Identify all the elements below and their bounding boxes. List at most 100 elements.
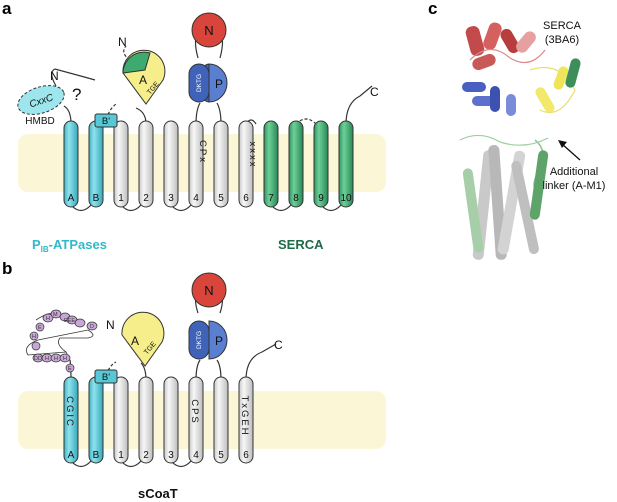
serca-structure (459, 22, 581, 260)
protein-scoat-label: sCoaT (138, 486, 178, 501)
bead-label: E (68, 366, 72, 372)
helix-a-2 (138, 120, 154, 208)
helix-b-label: 4 (193, 450, 199, 461)
motif-cpx: CPx (197, 140, 208, 164)
helix-a-label: 4 (193, 193, 199, 204)
linker-arrow (561, 143, 581, 161)
helix-a-label: 6 (243, 193, 249, 204)
linker-label-1: Additional (550, 166, 598, 178)
helix-b-2 (138, 376, 154, 464)
helix-a-A (63, 120, 79, 208)
helix-a-label: 10 (340, 193, 352, 204)
p-domain-b (208, 320, 228, 360)
dktg-domain-b (188, 320, 210, 360)
hmbd-domain (17, 85, 65, 115)
b-prime-box (94, 113, 118, 128)
linker-label-2: linker (A-M1) (543, 180, 606, 192)
helix-a-label: B (93, 193, 100, 204)
helix-b-6 (238, 376, 254, 464)
a-domain-green-cap (122, 51, 151, 74)
a-domain-label: A (139, 73, 147, 87)
helix-b-label: 5 (218, 450, 224, 461)
helix-a-label: 1 (118, 193, 124, 204)
panel-c-label: c (428, 0, 437, 18)
helix-a-8 (288, 120, 304, 208)
bead-label: H (63, 356, 67, 362)
panel-a: a (2, 0, 386, 254)
panel-b: b A B 1 (2, 259, 386, 501)
n-term-b: N (106, 318, 115, 332)
helix-a-label: A (68, 193, 75, 204)
motif-xxxx: xxxx (247, 142, 258, 169)
bead-label: H (45, 356, 49, 362)
n-term-a-domain: N (118, 35, 127, 49)
b-prime-label: B' (102, 116, 110, 127)
a-domain-label-b: A (131, 334, 139, 348)
motif-cps: CPS (189, 399, 200, 425)
helix-b-5 (213, 376, 229, 464)
p-domain-label: P (215, 77, 223, 91)
bead-label: DD (34, 356, 42, 362)
helices-b (63, 376, 254, 464)
helix-a-label: 3 (168, 193, 174, 204)
helix-b-label: 2 (143, 450, 149, 461)
helix-a-label: 8 (293, 193, 299, 204)
helix-a-label: 2 (143, 193, 149, 204)
helix-a-label: 5 (218, 193, 224, 204)
c-term-b: C (274, 338, 283, 352)
motif-txgeh: TxGEH (239, 395, 250, 436)
helix-b-A (63, 376, 79, 464)
helix-b-label: 1 (118, 450, 124, 461)
n-term-a: N (50, 69, 59, 83)
a-domain-b (121, 311, 165, 367)
helix-a-4 (188, 120, 204, 208)
helices-a (63, 120, 354, 208)
helix-b-4 (188, 376, 204, 464)
c-term-a: C (370, 85, 379, 99)
helix-b-label: 3 (168, 450, 174, 461)
bead-label: E (38, 325, 42, 331)
p-domain-a (208, 63, 228, 103)
hmbd-label: HMBD (25, 116, 54, 127)
n-domain-label: N (204, 23, 213, 38)
helix-a-10 (338, 120, 354, 208)
helix-a-9 (313, 120, 329, 208)
p-domain-label-b: P (215, 334, 223, 348)
helix-a-3 (163, 120, 179, 208)
dktg-label: DKTG (196, 74, 203, 92)
helix-a-label: 9 (318, 193, 324, 204)
helix-b-label: 6 (243, 450, 249, 461)
n-domain-label-b: N (204, 283, 213, 298)
panel-a-label: a (2, 0, 12, 18)
b-prime-box-b (94, 369, 118, 384)
serca-title: SERCA (543, 20, 582, 32)
dktg-label-b: DKTG (196, 331, 203, 349)
helix-a-label: 7 (268, 193, 274, 204)
motif-cgic: CGIC (64, 396, 75, 428)
helix-b-label: A (68, 450, 75, 461)
helix-a-6 (238, 120, 254, 208)
bead-label: H (54, 356, 58, 362)
helix-a-1 (113, 120, 129, 208)
family-pib-label: PIB-ATPases (32, 237, 107, 254)
helix-b-1 (113, 376, 129, 464)
b-prime-label-b: B' (102, 372, 110, 383)
helix-a-7 (263, 120, 279, 208)
bead-label: EEE (64, 318, 75, 324)
n-domain-b (191, 272, 227, 308)
helix-a-5 (213, 120, 229, 208)
question-mark: ? (72, 85, 81, 104)
panel-b-label: b (2, 259, 12, 278)
serca-pdb: (3BA6) (545, 34, 579, 46)
bead-label: H (32, 334, 36, 340)
helix-b-3 (163, 376, 179, 464)
bead-label: D (90, 324, 94, 330)
bead-label: M (53, 312, 58, 318)
n-domain-a (191, 12, 227, 48)
bead-label: H (46, 316, 50, 322)
panel-c: c (428, 0, 605, 260)
helix-b-label: B (93, 450, 100, 461)
bead-chain: H M EEE D E H DD H H H E (25, 309, 98, 373)
family-serca-label: SERCA (278, 237, 324, 252)
